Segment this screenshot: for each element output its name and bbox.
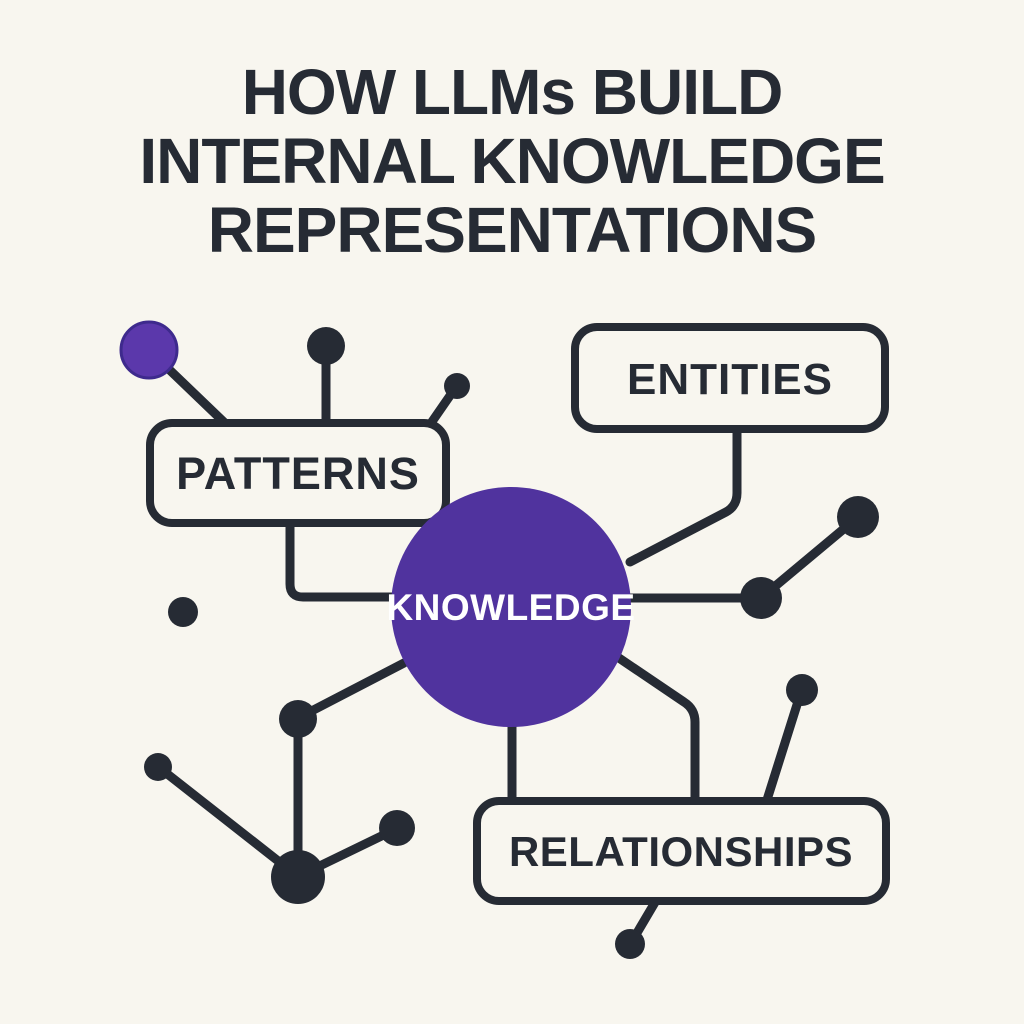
node-dot-right-upper bbox=[837, 496, 879, 538]
edge-knowledge-to-relationships-right bbox=[611, 651, 700, 808]
title-line-3: REPRESENTATIONS bbox=[207, 194, 817, 266]
node-dot-upper-right-patterns bbox=[444, 373, 470, 399]
patterns-label: PATTERNS bbox=[176, 448, 420, 499]
node-dot-cluster-top bbox=[279, 700, 317, 738]
edge-dot9-to-hub bbox=[156, 764, 301, 880]
node-dot-cluster-hub bbox=[271, 850, 325, 904]
title-line-2: INTERNAL KNOWLEDGE bbox=[139, 125, 885, 197]
node-dot-cluster-left bbox=[144, 753, 172, 781]
patterns-box bbox=[146, 419, 450, 527]
node-boxes bbox=[146, 323, 890, 905]
entities-label: ENTITIES bbox=[627, 355, 833, 404]
entities-box bbox=[571, 323, 889, 433]
node-dot-isolated-left bbox=[168, 597, 198, 627]
title-line-1: HOW LLMs BUILD bbox=[241, 56, 784, 128]
node-dot-right-lower bbox=[786, 674, 818, 706]
edge-knowledge-to-dot8 bbox=[295, 658, 409, 722]
node-dot-right-middle bbox=[740, 577, 782, 619]
relationships-box bbox=[473, 797, 890, 905]
node-dot-cluster-right bbox=[379, 810, 415, 846]
node-dot-above-patterns bbox=[307, 327, 345, 365]
edge-dot4-to-dot3 bbox=[756, 512, 863, 603]
relationships-label: RELATIONSHIPS bbox=[509, 828, 853, 875]
knowledge-circle bbox=[391, 487, 631, 727]
page-title: HOW LLMs BUILD INTERNAL KNOWLEDGE REPRES… bbox=[0, 58, 1024, 265]
graph-node-dots bbox=[119, 320, 879, 959]
purple-node-dot bbox=[119, 320, 179, 380]
knowledge-label: KNOWLEDGE bbox=[386, 587, 635, 628]
edge-entities-to-knowledge bbox=[625, 422, 742, 567]
edge-dot5-to-relationships bbox=[761, 687, 806, 808]
node-dot-below-relationships bbox=[615, 929, 645, 959]
edge-patterns-to-knowledge bbox=[285, 516, 405, 602]
